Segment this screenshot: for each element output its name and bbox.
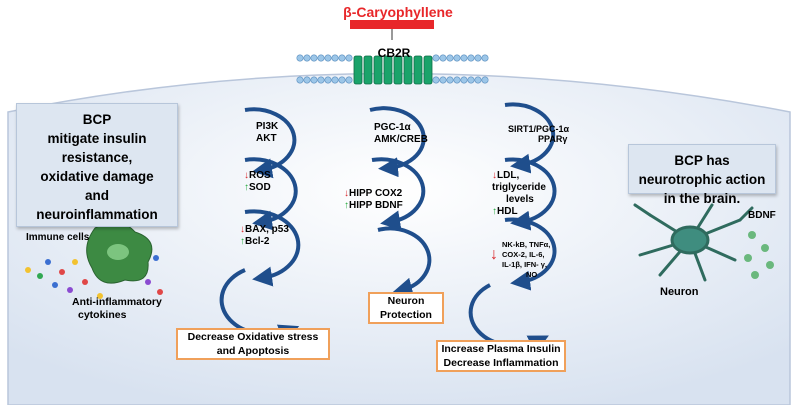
- ligand-bar: [350, 20, 434, 29]
- down-arrow-icon: ↓: [344, 188, 349, 199]
- summary-box-left: BCP mitigate insulin resistance, oxidati…: [16, 103, 178, 227]
- bdnf-label: BDNF: [748, 210, 776, 221]
- loop-arrow: [377, 226, 432, 298]
- summary-line: mitigate insulin: [47, 131, 147, 146]
- cytokine-line: NO: [526, 270, 538, 279]
- down-arrow-icon: ↓: [492, 170, 497, 181]
- outcome-box-oxidative: Decrease Oxidative stress and Apoptosis: [176, 328, 330, 360]
- up-arrow-icon: ↑: [344, 200, 349, 211]
- outcome-line: Increase Plasma Insulin: [441, 343, 561, 355]
- cytokines-label: Anti-inflammatory cytokines: [72, 296, 162, 322]
- outcome-line: and Apoptosis: [216, 345, 290, 357]
- cytokine-line: COX-2, IL-6,: [502, 250, 545, 259]
- down-arrow-icon: ↓: [490, 246, 498, 263]
- ligand-label: β-Caryophyllene: [343, 4, 453, 20]
- outcome-box-insulin: Increase Plasma Insulin Decrease Inflamm…: [436, 340, 566, 372]
- neuron-illustration: [633, 203, 754, 282]
- pathway1-top: PI3K AKT: [256, 121, 278, 145]
- loop-arrow: [371, 157, 426, 231]
- summary-line: and: [84, 188, 109, 203]
- summary-line: neurotrophic action: [638, 172, 766, 187]
- pathway1-top-line: PI3K: [256, 121, 279, 132]
- up-arrow-icon: ↑: [244, 182, 249, 193]
- pathway1-top-line: AKT: [256, 133, 277, 144]
- bdnf-dots: [744, 231, 774, 279]
- pathway2-top: PGC-1α AMK/CREB: [374, 122, 428, 146]
- immune-cells-illustration: [25, 221, 163, 299]
- pathway2-mid: ↓HIPP COX2 ↑HIPP BDNF: [344, 188, 403, 212]
- marker-text: HIPP COX2: [349, 188, 403, 199]
- up-arrow-icon: ↑: [492, 206, 497, 217]
- outcome-box-neuron: Neuron Protection: [368, 292, 444, 324]
- cell-membrane: [7, 72, 791, 405]
- cytokines-line: Anti-inflammatory: [72, 296, 162, 308]
- immune-cells-label: Immune cells: [26, 232, 90, 243]
- summary-line: resistance,: [61, 150, 133, 165]
- outcome-line: Neuron: [387, 295, 425, 307]
- loop-arrow: [504, 102, 556, 174]
- loop-arrow: [504, 217, 557, 291]
- marker-text: BAX, p53: [245, 224, 289, 235]
- outcome-line: Protection: [380, 309, 432, 321]
- neuron-label: Neuron: [660, 286, 699, 298]
- marker-text: SOD: [249, 182, 271, 193]
- pathway1-mid: ↓ROS ↑SOD: [244, 170, 271, 194]
- lipid-bilayer: [296, 54, 489, 84]
- summary-line: oxidative damage: [40, 169, 154, 184]
- outcome-line: Decrease Oxidative stress: [187, 331, 319, 343]
- marker-text: Bcl-2: [245, 236, 270, 247]
- pathway2-top-line: PGC-1α: [374, 122, 411, 133]
- cytokine-line: IL-1β, IFN- γ,: [502, 260, 547, 269]
- marker-text: triglyceride: [492, 182, 546, 193]
- pathway2-top-line: AMK/CREB: [374, 134, 428, 145]
- pathway3-low: ↓ NK-kB, TNFα, COX-2, IL-6, IL-1β, IFN- …: [490, 240, 551, 280]
- down-arrow-icon: ↓: [244, 170, 249, 181]
- pathway3-mid: ↓LDL, triglyceride levels ↑HDL: [492, 170, 546, 218]
- up-arrow-icon: ↑: [240, 236, 245, 247]
- pathway3-top-line: PPARγ: [538, 134, 568, 144]
- cytokine-line: NK-kB, TNFα,: [502, 240, 551, 249]
- summary-line: BCP has: [674, 153, 730, 168]
- marker-text: levels: [506, 194, 534, 205]
- summary-line: neuroinflammation: [36, 207, 158, 222]
- loop-arrow: [244, 209, 301, 287]
- receptor-label: CB2R: [377, 46, 411, 60]
- outcome-line: Decrease Inflammation: [443, 357, 559, 369]
- loop-arrow: [504, 157, 557, 231]
- marker-text: HDL: [497, 206, 518, 217]
- pathway3-top: SIRT1/PGC-1α PPARγ: [508, 124, 569, 144]
- marker-text: LDL,: [497, 170, 520, 181]
- cb2r-receptor: [353, 55, 433, 85]
- down-arrow-icon: ↓: [240, 224, 245, 235]
- marker-text: ROS: [249, 170, 271, 181]
- pathway3-top-line: SIRT1/PGC-1α: [508, 124, 570, 134]
- cytokines-line: cytokines: [78, 309, 127, 321]
- summary-box-right: BCP has neurotrophic action in the brain…: [628, 144, 776, 206]
- summary-line: in the brain.: [663, 191, 741, 206]
- pathway1-low: ↓BAX, p53 ↑Bcl-2: [240, 224, 289, 248]
- summary-line: BCP: [82, 112, 112, 127]
- marker-text: HIPP BDNF: [349, 200, 403, 211]
